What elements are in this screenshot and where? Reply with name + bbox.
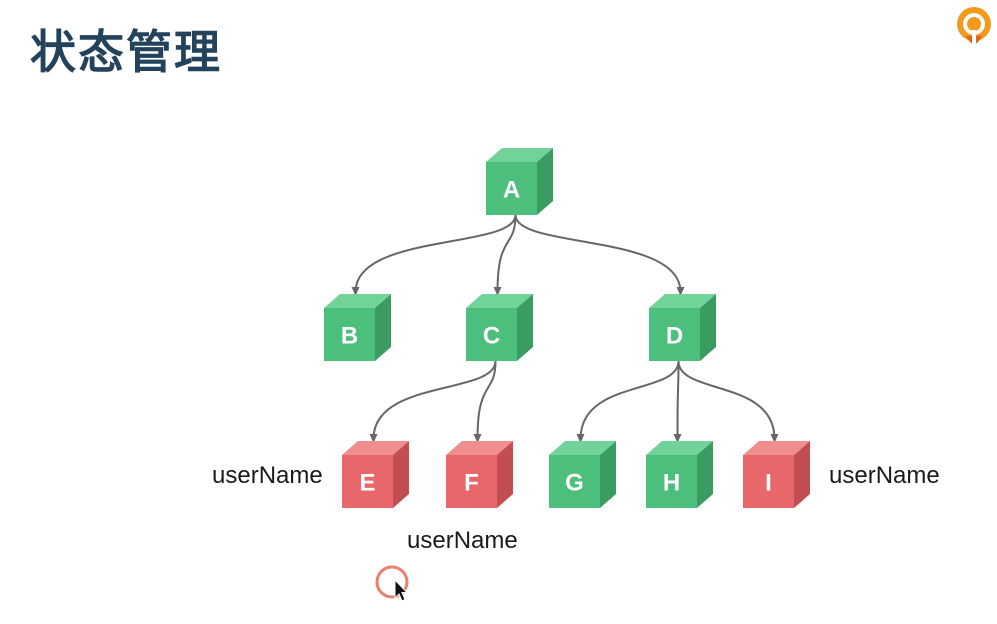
edge-d-h <box>673 360 682 443</box>
cube-top-face <box>446 441 513 455</box>
edges-layer <box>351 214 779 443</box>
cube-front-face <box>649 308 700 361</box>
node-d: D <box>649 294 716 361</box>
cube-top-face <box>646 441 713 455</box>
cube-side-face <box>697 441 713 508</box>
node-b: B <box>324 294 391 361</box>
node-i: I <box>743 441 810 508</box>
cube-top-face <box>466 294 533 308</box>
cube-front-face <box>549 455 600 508</box>
cube-top-face <box>743 441 810 455</box>
cube-side-face <box>517 294 533 361</box>
cube-front-face <box>324 308 375 361</box>
annotation-username-f: userName <box>407 527 518 554</box>
node-a: A <box>486 148 553 215</box>
nodes-layer: A B C D E F G H I <box>324 148 810 508</box>
node-label-e: E <box>359 470 375 497</box>
cube-front-face <box>646 455 697 508</box>
node-label-c: C <box>483 323 500 350</box>
node-e: E <box>342 441 409 508</box>
cube-side-face <box>600 441 616 508</box>
cube-front-face <box>743 455 794 508</box>
node-c: C <box>466 294 533 361</box>
page-title: 状态管理 <box>30 25 222 79</box>
cube-side-face <box>393 441 409 508</box>
edge-a-d <box>514 214 685 296</box>
edge-a-b <box>351 214 517 296</box>
annotation-username-e: userName <box>212 462 323 489</box>
cube-top-face <box>549 441 616 455</box>
node-label-a: A <box>503 177 520 204</box>
cube-front-face <box>342 455 393 508</box>
cube-top-face <box>486 148 553 162</box>
cube-side-face <box>537 148 553 215</box>
node-label-b: B <box>341 323 358 350</box>
edge-c-e <box>369 360 497 443</box>
cube-side-face <box>700 294 716 361</box>
edge-c-f <box>473 360 497 443</box>
edge-d-i <box>677 360 779 443</box>
mouse-pointer-icon <box>375 565 409 602</box>
node-g: G <box>549 441 616 508</box>
node-label-g: G <box>565 470 584 497</box>
cube-side-face <box>375 294 391 361</box>
node-label-h: H <box>663 470 680 497</box>
cube-top-face <box>342 441 409 455</box>
orange-mascot-logo <box>957 7 991 44</box>
cube-side-face <box>794 441 810 508</box>
cube-front-face <box>486 162 537 215</box>
edge-a-c <box>493 214 517 296</box>
annotation-username-i: userName <box>829 462 940 489</box>
node-label-d: D <box>666 323 683 350</box>
cube-top-face <box>649 294 716 308</box>
cube-front-face <box>466 308 517 361</box>
node-f: F <box>446 441 513 508</box>
cube-front-face <box>446 455 497 508</box>
node-h: H <box>646 441 713 508</box>
cube-top-face <box>324 294 391 308</box>
edge-d-g <box>576 360 680 443</box>
cube-side-face <box>497 441 513 508</box>
node-label-f: F <box>464 470 479 497</box>
node-label-i: I <box>765 470 772 497</box>
